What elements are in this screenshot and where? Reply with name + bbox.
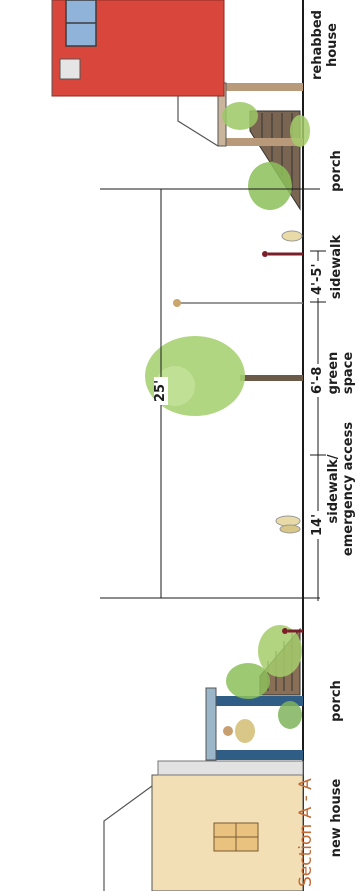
label-green-space-line2: space: [341, 351, 356, 395]
dimension-sidewalk-emergency: 14': [310, 510, 325, 539]
porch-left-illustration: [205, 627, 303, 761]
lamp-post-right: [262, 251, 303, 257]
label-porch-right: porch: [329, 150, 344, 192]
dimension-sidewalk: 4'-5': [310, 260, 325, 298]
label-sidewalk: sidewalk: [329, 234, 344, 300]
dimension-overall: 25': [153, 376, 168, 405]
pedestrian-right: [281, 230, 303, 242]
shrub-right-3: [222, 102, 258, 130]
label-rehabbed-house-line1: rehabbed: [310, 10, 325, 80]
section-title: Section A - A: [296, 778, 316, 887]
shrub-left-2: [258, 625, 302, 677]
label-new-house: new house: [329, 778, 344, 858]
rehabbed-house-illustration: [51, 0, 225, 97]
new-house-illustration: [103, 760, 304, 891]
label-green-space-line1: green: [326, 351, 341, 395]
label-sidewalk-emergency-line1: sidewalk/: [326, 454, 341, 524]
shrub-right-2: [290, 115, 310, 147]
lamp-post-middle: [173, 299, 303, 307]
dimension-green-space: 6'-8: [310, 363, 325, 397]
shrub-left-1: [226, 663, 270, 699]
street-tree: [145, 336, 303, 416]
pedestrians-sidewalk: [275, 515, 301, 534]
shrub-right-1: [248, 162, 292, 210]
lamp-post-left: [282, 628, 303, 634]
label-rehabbed-house-line2: house: [325, 23, 340, 67]
dimension-lines: [100, 188, 326, 601]
label-porch-left: porch: [329, 680, 344, 722]
label-sidewalk-emergency-line2: emergency access: [341, 421, 356, 557]
shrub-left-3: [278, 701, 302, 729]
